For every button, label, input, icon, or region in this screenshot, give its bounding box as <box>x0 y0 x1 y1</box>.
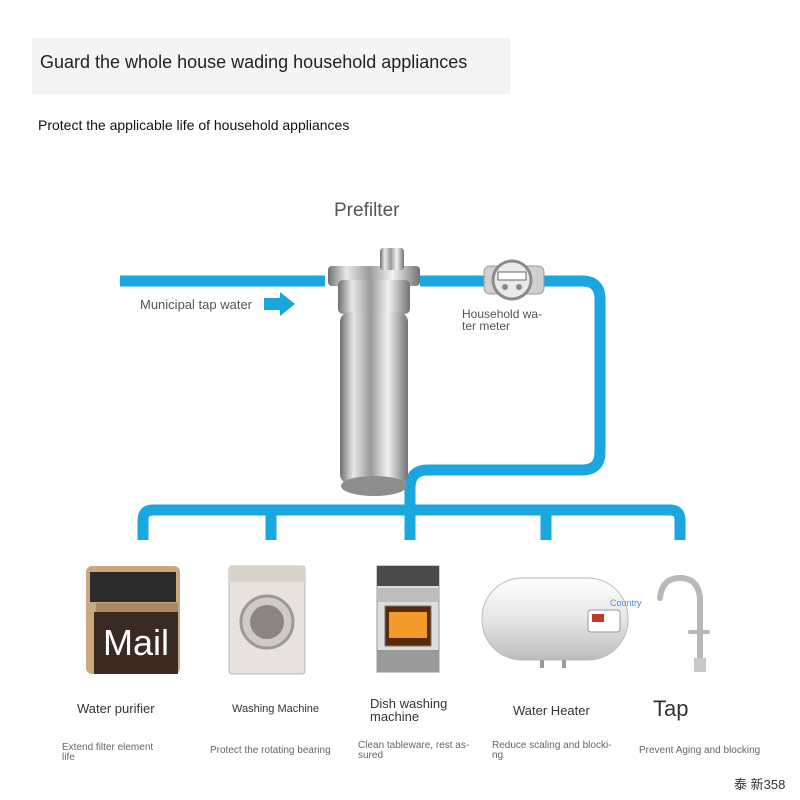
label-dish-washing-machine: Dish washing machine <box>370 697 447 723</box>
inlet-label: Municipal tap water <box>140 297 252 312</box>
page-subtitle: Protect the applicable life of household… <box>38 117 350 133</box>
desc-tap: Prevent Aging and blocking <box>639 745 761 756</box>
desc-dish-line2: sured <box>358 750 384 761</box>
main-outlet-pipe <box>404 275 606 540</box>
page-title: Guard the whole house wading household a… <box>40 52 468 72</box>
desc-water-heater: Reduce scaling and blocki- ng <box>492 741 612 761</box>
mail-overlay: Mail <box>94 612 178 674</box>
washing-machine-icon <box>228 565 306 675</box>
dish-label-line2: machine <box>370 709 420 724</box>
meter-label-line1: Household wa- <box>462 307 543 321</box>
label-water-heater: Water Heater <box>513 703 590 718</box>
title-backdrop <box>32 38 510 94</box>
dish-washing-machine-icon <box>376 565 440 673</box>
prefilter-housing <box>328 248 420 496</box>
meter-label: Household wa- ter meter <box>462 308 542 332</box>
dish-label-line1: Dish washing <box>370 696 448 711</box>
desc-water-purifier: Extend filter element life <box>62 743 153 763</box>
meter-label-line2: ter meter <box>462 319 511 333</box>
desc-heater-line2: ng <box>492 750 504 761</box>
desc-water-purifier-line2: life <box>62 752 75 763</box>
prefilter-label: Prefilter <box>334 200 400 221</box>
country-badge: Country <box>610 598 642 608</box>
water-heater-icon <box>481 577 629 668</box>
label-tap: Tap <box>653 696 689 721</box>
desc-water-purifier-line1: Extend filter element <box>62 742 154 753</box>
distribution-pipe <box>137 504 686 540</box>
desc-dish-washing-machine: Clean tableware, rest as- sured <box>358 741 469 761</box>
pipe-network <box>120 275 686 540</box>
tap-icon <box>657 574 710 672</box>
desc-dish-line1: Clean tableware, rest as- <box>358 740 470 751</box>
desc-washing-machine: Protect the rotating bearing <box>210 745 331 756</box>
desc-heater-line1: Reduce scaling and blocki- <box>492 740 612 751</box>
watermark: 泰 新358 <box>734 777 786 792</box>
water-meter-icon <box>483 259 545 301</box>
label-washing-machine: Washing Machine <box>232 703 320 715</box>
label-water-purifier: Water purifier <box>77 701 155 716</box>
flow-arrow-icon <box>264 292 295 316</box>
